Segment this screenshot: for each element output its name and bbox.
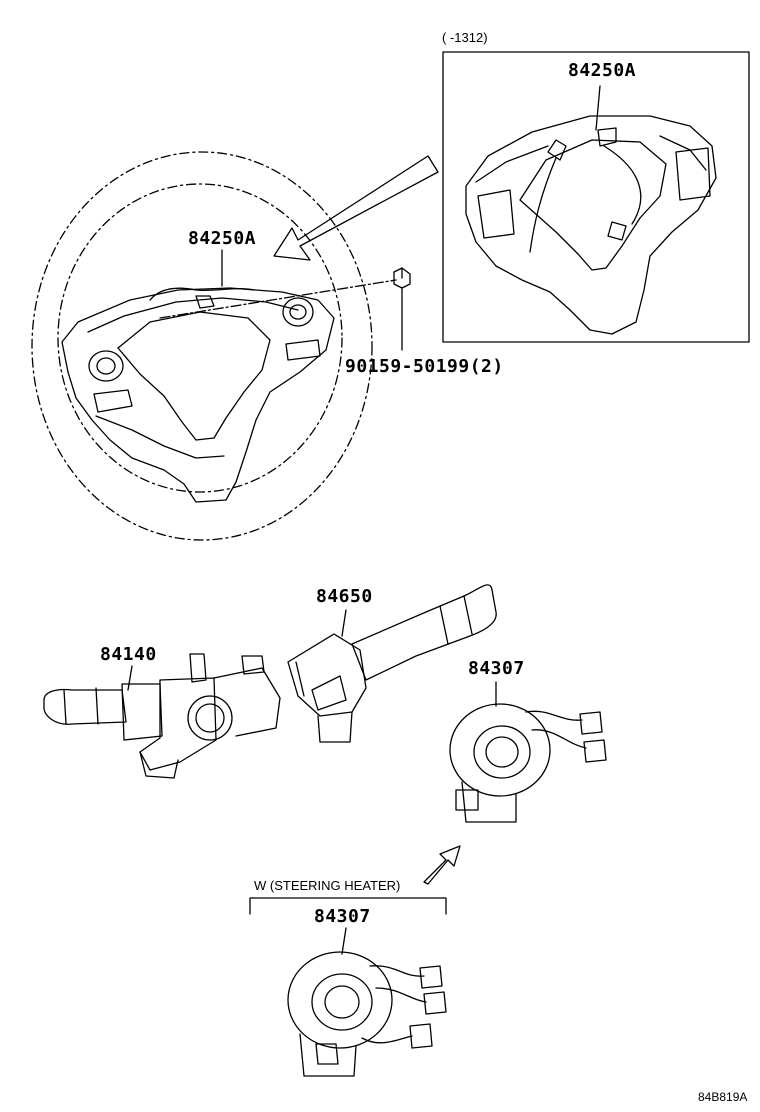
part-number-84250A-inset[interactable]: 84250A [568, 60, 637, 81]
combination-switch-left [44, 654, 280, 778]
spiral-cable-heater [288, 952, 446, 1076]
inset-frame [443, 52, 749, 342]
combination-switch-right [288, 585, 496, 742]
steering-wheel-outline [32, 152, 372, 540]
part-number-84250A-main[interactable]: 84250A [188, 228, 257, 249]
arrow-up-right-icon [424, 846, 460, 884]
part-number-84650[interactable]: 84650 [316, 586, 373, 607]
steering-pad-main [62, 280, 396, 502]
screw-icon [394, 268, 410, 350]
part-number-84140[interactable]: 84140 [100, 644, 157, 665]
direction-arrow-to-inset [274, 156, 438, 260]
heater-bracket [250, 898, 446, 914]
part-number-90159-50199[interactable]: 90159-50199(2) [345, 356, 504, 377]
leader-lines [128, 86, 600, 954]
heater-note-label: W (STEERING HEATER) [254, 878, 401, 893]
part-number-84307-heater[interactable]: 84307 [314, 906, 371, 927]
figure-code-label: 84B819A [698, 1090, 748, 1104]
part-number-84307[interactable]: 84307 [468, 658, 525, 679]
inset-range-label: ( -1312) [442, 30, 488, 45]
steering-pad-inset [466, 116, 716, 334]
spiral-cable [450, 704, 606, 822]
